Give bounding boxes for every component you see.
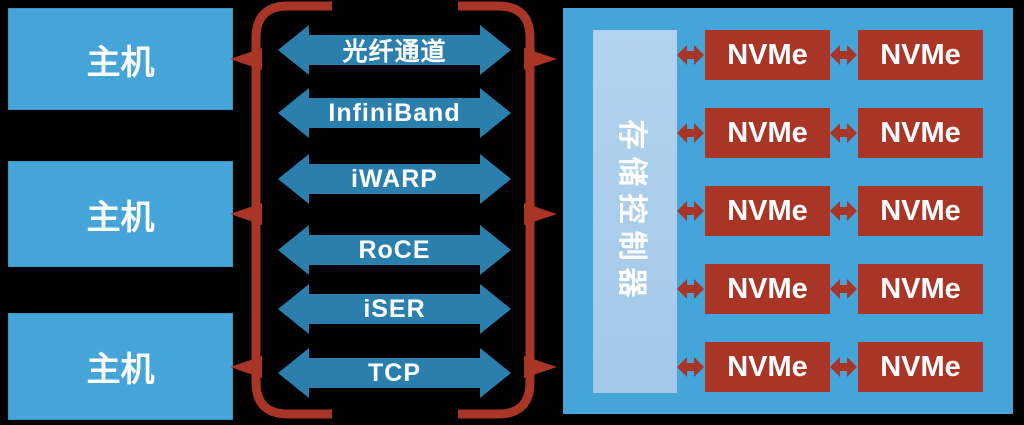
nvme-box: NVMe bbox=[705, 264, 830, 314]
host-label: 主机 bbox=[86, 351, 155, 389]
transport-arrow-roce: RoCE bbox=[278, 225, 511, 275]
mini-double-arrow-icon bbox=[830, 357, 857, 377]
host-box-2: 主机 bbox=[8, 161, 233, 267]
double-arrow-icon bbox=[278, 348, 511, 398]
mini-double-arrow-icon bbox=[830, 45, 857, 65]
nvme-box: NVMe bbox=[858, 342, 983, 392]
storage-controller-label: 存储控制器 bbox=[615, 119, 648, 304]
transport-arrow-iser: iSER bbox=[278, 284, 511, 334]
transport-arrow-iwarp: iWARP bbox=[278, 154, 511, 204]
nvme-label: NVMe bbox=[880, 272, 961, 305]
storage-pointer-triangle-1 bbox=[524, 48, 557, 70]
host-pointer-triangle-2 bbox=[230, 203, 262, 225]
double-arrow-icon bbox=[278, 154, 511, 204]
host-box-1: 主机 bbox=[8, 8, 233, 110]
host-label: 主机 bbox=[86, 43, 155, 82]
mini-double-arrow-icon bbox=[677, 123, 704, 143]
transport-label: RoCE bbox=[358, 235, 431, 264]
storage-pointer-triangle-3 bbox=[524, 356, 557, 378]
nvme-label: NVMe bbox=[727, 194, 808, 227]
nvme-label: NVMe bbox=[727, 272, 808, 305]
transport-label: TCP bbox=[368, 358, 421, 387]
double-arrow-icon bbox=[278, 284, 511, 334]
storage-controller-panel: 存储控制器 bbox=[593, 30, 677, 393]
storage-system-box: 存储控制器 NVMe NVMe NVMe NVMe NVMe NVMe NVMe… bbox=[563, 8, 1013, 414]
transport-arrow-fibre-channel: 光纤通道 bbox=[278, 25, 511, 75]
host-box-3: 主机 bbox=[8, 313, 233, 420]
mini-double-arrow-icon bbox=[830, 201, 857, 221]
nvme-box: NVMe bbox=[705, 342, 830, 392]
nvme-box: NVMe bbox=[705, 186, 830, 236]
host-pointer-triangle-3 bbox=[230, 356, 262, 378]
nvme-label: NVMe bbox=[880, 38, 961, 71]
mini-double-arrow-icon bbox=[830, 123, 857, 143]
nvme-box: NVMe bbox=[858, 108, 983, 158]
storage-pointer-triangle-2 bbox=[524, 203, 557, 225]
nvme-box: NVMe bbox=[858, 30, 983, 80]
transport-label: InfiniBand bbox=[328, 98, 461, 127]
transport-label: iSER bbox=[363, 294, 426, 323]
double-arrow-icon bbox=[278, 88, 511, 138]
host-label: 主机 bbox=[86, 198, 155, 237]
nvme-label: NVMe bbox=[727, 38, 808, 71]
nvme-box: NVMe bbox=[705, 108, 830, 158]
nvme-label: NVMe bbox=[880, 116, 961, 149]
transport-arrow-infiniband: InfiniBand bbox=[278, 88, 511, 138]
mini-double-arrow-icon bbox=[677, 201, 704, 221]
host-pointer-triangle-1 bbox=[230, 48, 262, 70]
mini-double-arrow-icon bbox=[677, 45, 704, 65]
nvme-box: NVMe bbox=[705, 30, 830, 80]
mini-double-arrow-icon bbox=[677, 357, 704, 377]
transport-label: 光纤通道 bbox=[342, 38, 447, 66]
nvme-label: NVMe bbox=[880, 350, 961, 383]
mini-double-arrow-icon bbox=[830, 279, 857, 299]
nvme-box: NVMe bbox=[858, 186, 983, 236]
nvme-label: NVMe bbox=[880, 194, 961, 227]
nvme-box: NVMe bbox=[858, 264, 983, 314]
mini-double-arrow-icon bbox=[677, 279, 704, 299]
double-arrow-icon bbox=[278, 25, 511, 75]
transport-label: iWARP bbox=[351, 164, 438, 193]
nvme-label: NVMe bbox=[727, 116, 808, 149]
nvme-label: NVMe bbox=[727, 350, 808, 383]
double-arrow-icon bbox=[278, 225, 511, 275]
transport-arrow-tcp: TCP bbox=[278, 348, 511, 398]
